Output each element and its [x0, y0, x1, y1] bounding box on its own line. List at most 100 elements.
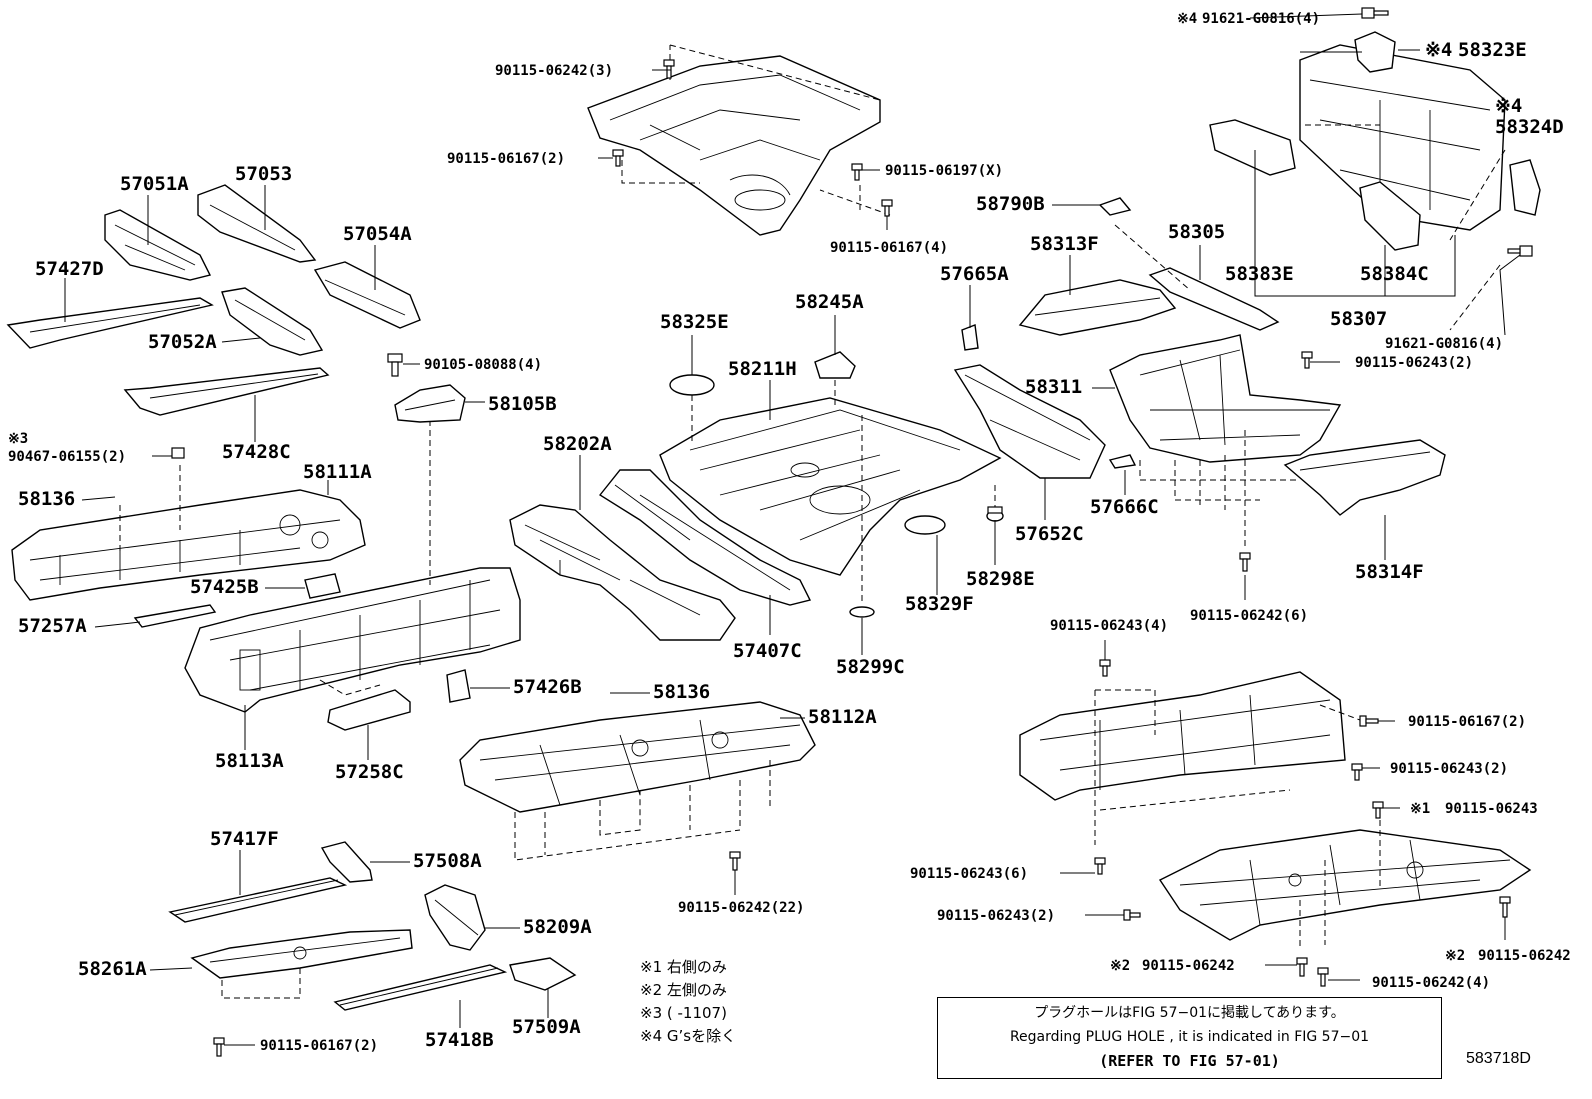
part-58384C [1359, 181, 1421, 251]
screw-icon [1094, 857, 1106, 875]
fastener-label: 90115-06243(6) [910, 866, 1028, 882]
fastener-label: 90115-06242(4) [1372, 975, 1490, 991]
fastener-label: 90115-06167(2) [447, 151, 565, 167]
screw-icon [213, 1037, 225, 1057]
fastener-label: 90115-06243(2) [937, 908, 1055, 924]
lower-rear-floor [1158, 829, 1532, 941]
fastener-label: 90115-06242(6) [1190, 608, 1308, 624]
label-58314F: 58314F [1355, 561, 1424, 583]
part-57652C [953, 364, 1106, 479]
label-57418B: 57418B [425, 1029, 494, 1051]
screw-icon [729, 851, 741, 871]
fastener-label: 90115-06167(4) [830, 240, 948, 256]
bolt-icon [1507, 245, 1533, 257]
fastener-label: 90105-08088(4) [424, 357, 542, 373]
fastener-label: 90115-06167(2) [260, 1038, 378, 1054]
footnote-mark: ※3 [8, 431, 28, 447]
screw-icon [1301, 351, 1313, 369]
notice-box: プラグホールはFIG 57−01に掲載してあります。 Regarding PLU… [937, 997, 1442, 1079]
label-57417F: 57417F [210, 828, 279, 850]
screw-icon [1317, 967, 1329, 987]
label-57427D: 57427D [35, 258, 104, 280]
screw-icon [1296, 957, 1308, 977]
footnote-mark: ※4 [1177, 11, 1197, 27]
part-58790B [1098, 197, 1132, 216]
label-58113A: 58113A [215, 750, 284, 772]
notice-line-ref: (REFER TO FIG 57-01) [1099, 1052, 1280, 1070]
part-58323E [1354, 31, 1396, 73]
footnote-1: ※1 右側のみ [640, 958, 727, 976]
label-58790B: 58790B [976, 193, 1045, 215]
label-58261A: 58261A [78, 958, 147, 980]
footnote-mark: ※1 [1410, 801, 1430, 817]
part-58245A [814, 351, 856, 379]
label-58313F: 58313F [1030, 233, 1099, 255]
label-58299C: 58299C [836, 656, 905, 678]
screw-icon [1099, 659, 1111, 677]
part-58311 [1109, 334, 1342, 463]
label-58323E: 58323E [1458, 39, 1527, 61]
label-58105B: 58105B [488, 393, 557, 415]
fastener-label: 90115-06243(2) [1390, 761, 1508, 777]
screw-icon [1372, 801, 1384, 819]
label-57052A: 57052A [148, 331, 217, 353]
part-58105B [394, 384, 466, 423]
part-57052A [221, 287, 324, 356]
label-58111A: 58111A [303, 461, 372, 483]
label-57652C: 57652C [1015, 523, 1084, 545]
part-58314F [1283, 439, 1446, 516]
clip-icon [987, 506, 1003, 514]
footnote-2: ※2 左側のみ [640, 981, 727, 999]
footnote-mark: ※2 [1445, 948, 1465, 964]
part-58299C [849, 606, 875, 618]
illustration-number: 583718D [1466, 1050, 1531, 1067]
label-58384C: 58384C [1360, 263, 1429, 285]
label-58112A: 58112A [808, 706, 877, 728]
label-57257A: 57257A [18, 615, 87, 637]
label-57425B: 57425B [190, 576, 259, 598]
part-58313F [1018, 279, 1177, 336]
fastener-label: 90115-06242(3) [495, 63, 613, 79]
label-57508A: 57508A [413, 850, 482, 872]
part-57509A [509, 957, 577, 991]
part-57428C [123, 367, 330, 416]
label-57407C: 57407C [733, 640, 802, 662]
screw-icon [881, 199, 893, 217]
label-57054A: 57054A [343, 223, 412, 245]
label-58202A: 58202A [543, 433, 612, 455]
part-58325E [669, 374, 715, 396]
label-57428C: 57428C [222, 441, 291, 463]
label-58329F: 58329F [905, 593, 974, 615]
label-58245A: 58245A [795, 291, 864, 313]
fastener-label: 91621-G0816(4) [1202, 11, 1320, 27]
label-57665A: 57665A [940, 263, 1009, 285]
part-58202A [509, 504, 736, 641]
label-58305: 58305 [1168, 221, 1225, 243]
screw-icon [1359, 715, 1379, 727]
label-58136: 58136 [18, 488, 75, 510]
part-58305 [1148, 267, 1280, 331]
fastener-label: 90467-06155(2) [8, 449, 126, 465]
part-57666C [1108, 454, 1137, 469]
fastener-label: 90115-06242 [1142, 958, 1235, 974]
screw-icon [612, 149, 624, 167]
label-58325E: 58325E [660, 311, 729, 333]
fastener-label: 90115-06242(22) [678, 900, 804, 916]
footnote-mark: ※4 [1495, 95, 1522, 117]
part-57426B [446, 669, 471, 703]
part-57257A [133, 604, 217, 628]
notice-line-ja: プラグホールはFIG 57−01に掲載してあります。 [1034, 1005, 1345, 1021]
part-58329F [904, 515, 946, 535]
label-58307: 58307 [1330, 308, 1387, 330]
label-58136: 58136 [653, 681, 710, 703]
part-57418B [333, 964, 508, 1011]
label-57426B: 57426B [513, 676, 582, 698]
label-58311: 58311 [1025, 376, 1082, 398]
part-57417F [168, 877, 348, 923]
fastener-label: 90115-06243(4) [1050, 618, 1168, 634]
rear-floor-assembly [1019, 671, 1346, 801]
part-57053 [197, 184, 317, 263]
bolt-icon [387, 353, 403, 377]
fastener-label: 90115-06243 [1445, 801, 1538, 817]
label-58209A: 58209A [523, 916, 592, 938]
